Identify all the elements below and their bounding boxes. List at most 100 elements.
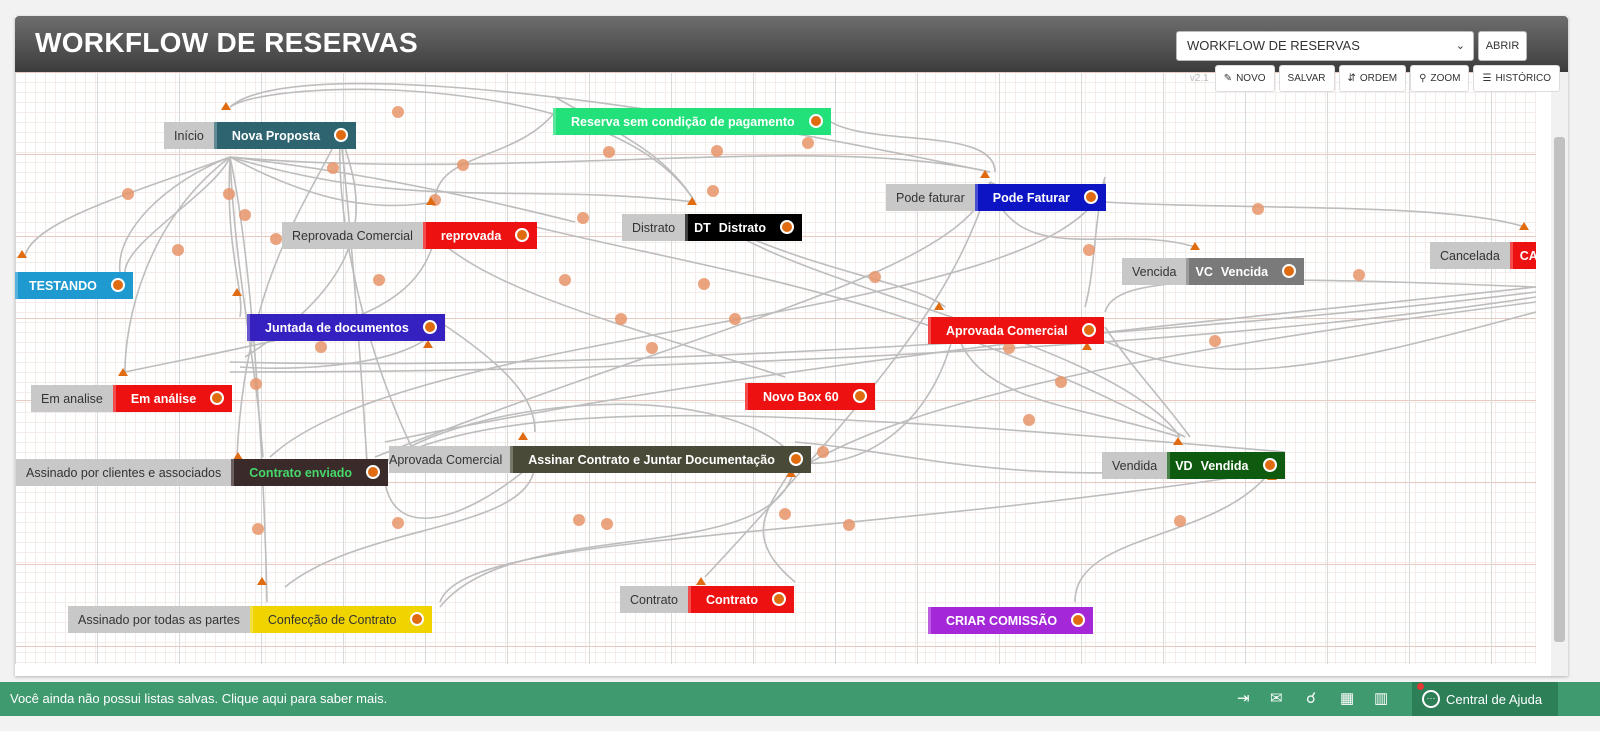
node-label: Vendida [1102,452,1168,479]
chat-icon: ··· [1422,690,1440,708]
connector-dot-icon[interactable] [788,452,803,466]
sort-icon: ⇵ [1347,73,1356,84]
node-contrato-enviado[interactable]: Assinado por clientes e associados Contr… [16,459,389,486]
node-reserva-sem-condicao[interactable]: Reserva sem condição de pagamento [553,108,831,135]
footer-bar: Você ainda não possui listas salvas. Cli… [0,682,1600,716]
canvas-toolbar: v2.1 ✎ NOVO SALVAR ⇵ ORDEM ⚲ ZOOM ☰ HIST… [1190,65,1560,92]
connector-dot-icon[interactable] [1071,613,1086,627]
node-title: Nova Proposta [231,128,321,143]
connector-dot-icon[interactable] [422,320,437,334]
panel-header: WORKFLOW DE RESERVAS WORKFLOW DE RESERVA… [15,16,1568,72]
pencil-icon: ✎ [1223,73,1233,84]
workflow-panel: WORKFLOW DE RESERVAS WORKFLOW DE RESERVA… [15,16,1568,676]
node-testando[interactable]: TESTANDO [15,272,133,299]
connector-dot-icon[interactable] [779,220,794,234]
node-title: TESTANDO [29,278,97,293]
historico-button[interactable]: ☰ HISTÓRICO [1473,65,1560,92]
ordem-button[interactable]: ⇵ ORDEM [1338,65,1407,92]
node-vencida[interactable]: Vencida VC Vencida [1122,258,1305,285]
ordem-label: ORDEM [1359,73,1398,84]
connector-dot-icon[interactable] [1282,264,1297,278]
node-distrato[interactable]: Distrato DT Distrato [622,214,802,241]
node-confeccao-contrato[interactable]: Assinado por todas as partes Confecção d… [68,606,433,633]
node-label: Aprovada Comercial [389,446,511,473]
connector-dot-icon[interactable] [110,278,125,292]
notification-dot-icon [1417,683,1424,690]
salvar-label: SALVAR [1287,73,1326,84]
bell-icon[interactable]: ☌ [1306,690,1317,707]
novo-button[interactable]: ✎ NOVO [1214,65,1275,92]
node-pode-faturar[interactable]: Pode faturar Pode Faturar [886,184,1106,211]
connector-dot-icon[interactable] [852,389,867,403]
help-center-button[interactable]: ··· Central de Ajuda [1412,682,1558,716]
connector-dot-icon[interactable] [1262,458,1277,472]
node-label: Assinado por clientes e associados [16,459,232,486]
node-label: Vencida [1122,258,1187,285]
node-title: Novo Box 60 [763,389,839,404]
node-juntada-documentos[interactable]: Juntada de documentos [247,314,445,341]
node-assinar-contrato[interactable]: Aprovada Comercial Assinar Contrato e Ju… [389,446,811,473]
node-code: DT [694,220,711,235]
connector-dot-icon[interactable] [410,612,425,626]
list-icon: ☰ [1482,73,1492,84]
novo-label: NOVO [1236,73,1266,84]
connector-dot-icon[interactable] [366,465,381,479]
exit-arrow-icon[interactable]: ⇥ [1237,690,1250,707]
zoom-button[interactable]: ⚲ ZOOM [1410,65,1470,92]
node-title: Pode Faturar [992,190,1070,205]
node-criar-comissao[interactable]: CRIAR COMISSÃO [928,607,1094,634]
workflow-select-value: WORKFLOW DE RESERVAS [1187,38,1360,53]
node-title: CA [1519,248,1536,263]
node-contrato[interactable]: Contrato Contrato [620,586,795,613]
node-title: reprovada [440,228,502,243]
node-label: Contrato [620,586,688,613]
connector-dot-icon[interactable] [1083,190,1098,204]
node-label: Pode faturar [886,184,975,211]
connector-dot-icon[interactable] [1081,323,1096,337]
node-label: Assinado por todas as partes [68,606,250,633]
node-code: VC [1195,264,1213,279]
node-nova-proposta[interactable]: Início Nova Proposta [164,122,357,149]
help-label: Central de Ajuda [1446,691,1543,707]
node-aprovada-comercial[interactable]: Aprovada Comercial [928,317,1104,344]
workflow-canvas[interactable]: Início Nova Proposta Reserva sem condiçã… [15,72,1536,664]
version-label: v2.1 [1189,73,1209,84]
connector-dot-icon[interactable] [334,128,349,142]
node-title: Em análise [130,391,197,406]
node-code: VD [1175,458,1193,473]
node-label: Em analise [31,385,113,412]
search-icon: ⚲ [1419,73,1427,84]
node-label: Distrato [622,214,686,241]
node-title: Vencida [1220,264,1269,279]
page-title: WORKFLOW DE RESERVAS [35,27,418,58]
saved-lists-message[interactable]: Você ainda não possui listas salvas. Cli… [10,691,388,706]
node-cancelada[interactable]: Cancelada CA [1430,242,1536,269]
connection-wires [17,82,1536,608]
zoom-label: ZOOM [1430,73,1461,84]
node-title: Contrato [705,592,759,607]
salvar-button[interactable]: SALVAR [1278,65,1335,92]
mail-star-icon[interactable]: ✉ [1270,690,1283,707]
node-em-analise[interactable]: Em analise Em análise [31,385,233,412]
chevron-down-icon: ⌄ [1455,40,1465,52]
node-title: CRIAR COMISSÃO [946,613,1058,628]
node-title: Reserva sem condição de pagamento [571,114,795,129]
node-novo-box-60[interactable]: Novo Box 60 [745,383,875,410]
connector-dot-icon[interactable] [808,114,823,128]
connector-dot-icon[interactable] [210,391,225,405]
node-label: Reprovada Comercial [282,222,423,249]
node-title: Aprovada Comercial [946,323,1068,338]
workflow-select[interactable]: WORKFLOW DE RESERVAS ⌄ [1176,31,1474,61]
open-button[interactable]: ABRIR [1478,31,1527,61]
vertical-scrollbar[interactable] [1551,72,1568,676]
node-reprovada[interactable]: Reprovada Comercial reprovada [282,222,538,249]
connector-dot-icon[interactable] [772,592,787,606]
scrollbar-thumb[interactable] [1554,137,1565,642]
node-vendida[interactable]: Vendida VD Vendida [1102,452,1285,479]
node-title: Contrato enviado [249,465,353,480]
connector-dot-icon[interactable] [515,228,530,242]
node-title: Juntada de documentos [265,320,409,335]
calendar-icon[interactable]: ▦ [1340,690,1355,707]
calculator-icon[interactable]: ▥ [1374,690,1389,707]
node-title: Assinar Contrato e Juntar Documentação [528,452,775,467]
